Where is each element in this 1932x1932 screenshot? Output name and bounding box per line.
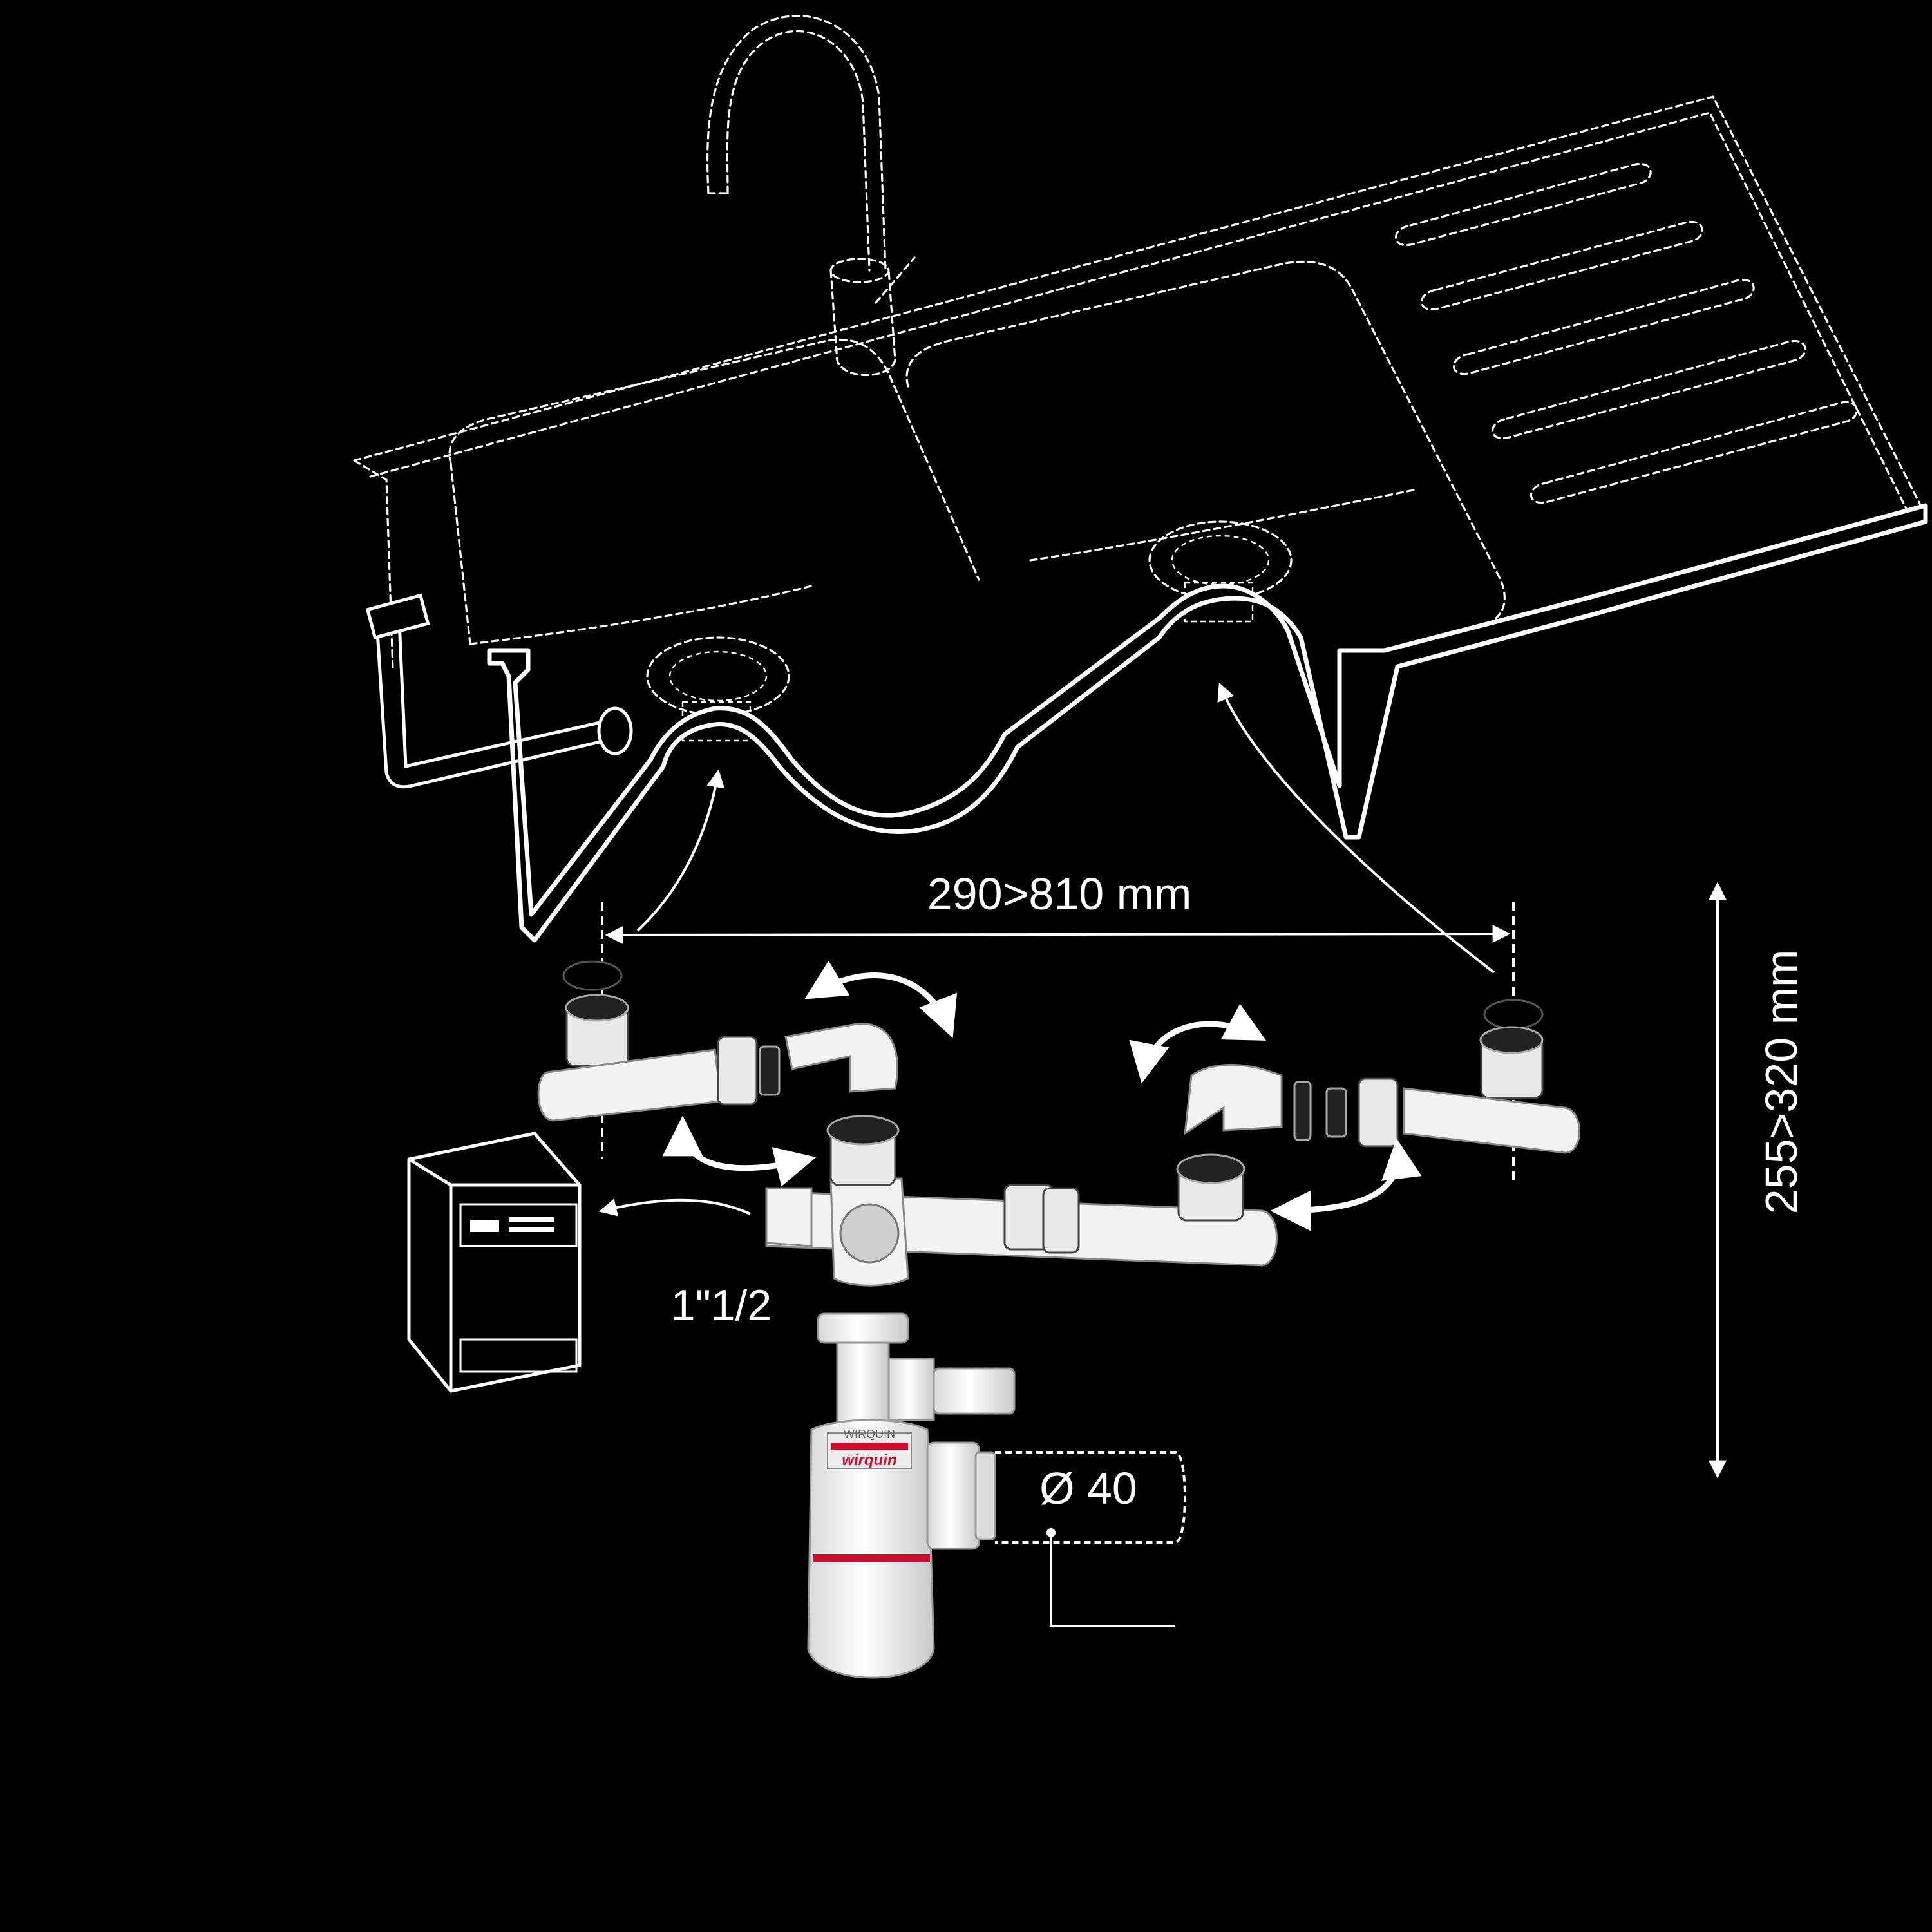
faucet-drawing xyxy=(706,15,916,377)
brand-plate-text: WIRQUIN xyxy=(844,1428,895,1441)
brand-mark: wirquin xyxy=(842,1452,896,1469)
diameter-callout: Ø 40 xyxy=(995,1451,1186,1627)
bottle-trap: WIRQUIN wirquin xyxy=(807,1312,1016,1679)
double-sink-drawing xyxy=(353,15,1928,943)
drainer-grooves xyxy=(1394,162,1858,504)
washing-machine-icon xyxy=(407,1132,582,1393)
width-range-label: 290>810 mm xyxy=(927,869,1192,919)
insertion-arrows xyxy=(598,682,1495,1217)
swivel-arrows xyxy=(662,960,1422,1231)
manifold-pipe xyxy=(765,1115,1278,1287)
overflow-hose xyxy=(365,593,633,789)
right-basket-connector xyxy=(1184,999,1580,1154)
width-dimension: 290>810 mm xyxy=(601,869,1515,1185)
left-basket-connector xyxy=(537,960,898,1122)
height-range-label: 255>320 mm xyxy=(1756,950,1806,1215)
thread-size-label: 1"1/2 xyxy=(671,1281,772,1330)
height-dimension: 255>320 mm xyxy=(1709,882,1806,1479)
pipe-diameter-label: Ø 40 xyxy=(1039,1463,1137,1513)
